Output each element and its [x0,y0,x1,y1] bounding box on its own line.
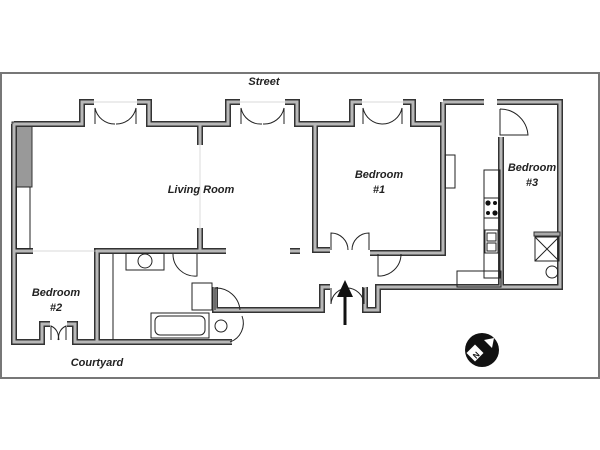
bathroom-door [172,253,198,277]
label-bedroom1-number: #1 [373,184,385,196]
label-street: Street [248,76,281,88]
french-door-bedroom1 [330,232,370,251]
bathroom-sink [137,253,153,269]
entry-arrow [337,280,353,325]
cabinet [191,282,213,311]
bathroom-vanity [125,252,165,271]
kitchen-counter-corner [456,270,502,288]
french-door-living-2 [240,107,285,125]
bedroom3-sink [545,265,559,279]
bathtub [150,312,210,339]
closet-bedroom2 [15,186,31,250]
windows [33,101,403,252]
label-bedroom2-number: #2 [50,302,62,314]
label-living-room: Living Room [168,184,235,196]
label-bedroom3-number: #3 [526,177,538,189]
label-bedroom3: Bedroom [508,162,557,174]
french-door-living-1 [94,107,137,125]
kitchen-counter [483,169,501,279]
bedroom3-door [499,108,529,136]
shower [534,236,560,262]
toilet [214,319,228,333]
compass-label: N [471,350,482,361]
label-courtyard: Courtyard [71,357,124,369]
compass-icon: N [465,333,499,367]
wc-curved-wall [229,315,244,343]
kitchen-door [377,253,402,277]
stove [483,197,500,219]
french-door-bedroom2 [50,325,67,341]
kitchen-sink [484,229,499,254]
wc-door [214,287,241,311]
label-bedroom1: Bedroom [355,169,404,181]
label-bedroom2: Bedroom [32,287,81,299]
closet-bedroom1 [444,154,456,189]
plan-frame [0,72,600,379]
french-door-bedroom1-street [362,107,403,125]
fixtures [15,154,561,340]
walls [12,102,560,342]
doors [50,107,529,343]
